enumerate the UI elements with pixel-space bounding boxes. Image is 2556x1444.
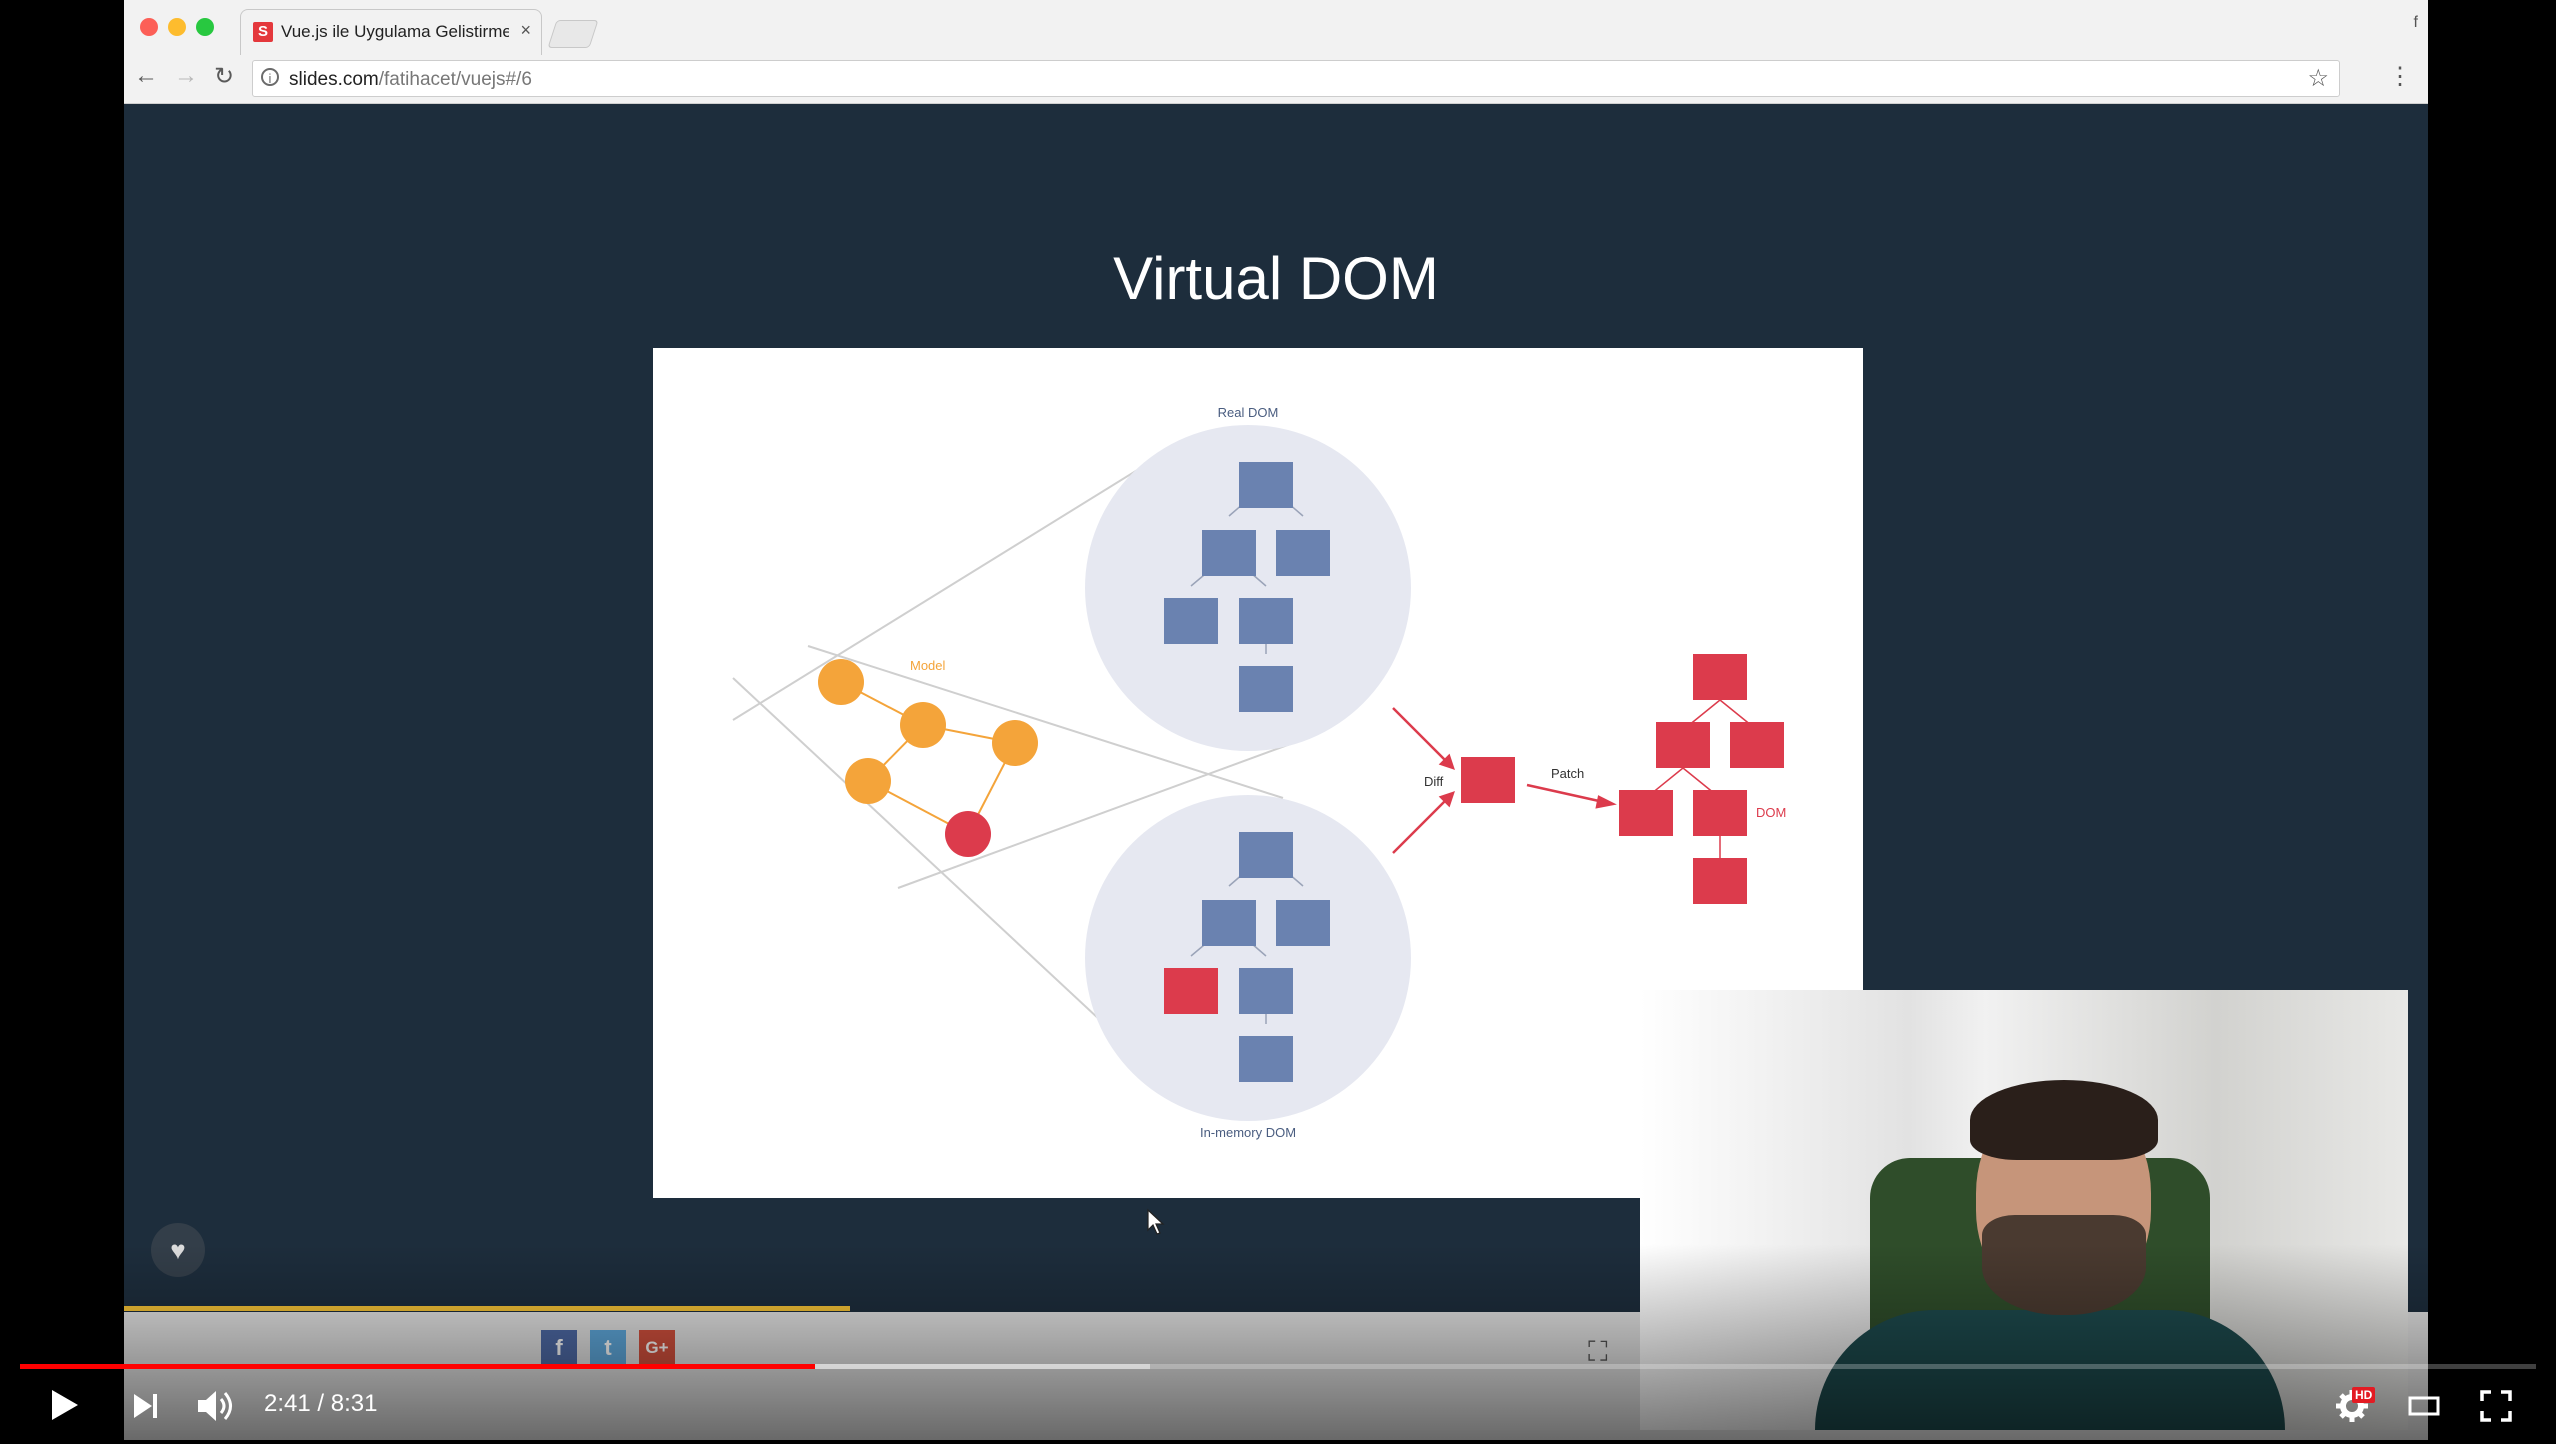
dom-node bbox=[1202, 530, 1256, 576]
real-dom-label: Real DOM bbox=[1218, 405, 1279, 420]
patch-arrow bbox=[1526, 783, 1609, 805]
slide-title: Virtual DOM bbox=[1113, 245, 1439, 312]
model-node bbox=[992, 720, 1038, 766]
projection-line bbox=[807, 645, 1284, 799]
model-node-changed bbox=[945, 811, 991, 857]
dom-node bbox=[1693, 790, 1747, 836]
changed-dom-node bbox=[1164, 968, 1218, 1014]
in-memory-dom-label: In-memory DOM bbox=[1200, 1125, 1296, 1140]
diff-label: Diff bbox=[1424, 774, 1444, 789]
close-tab-icon[interactable]: × bbox=[520, 20, 531, 40]
dom-node bbox=[1239, 832, 1293, 878]
new-tab-button[interactable] bbox=[547, 20, 599, 48]
play-icon[interactable] bbox=[50, 1388, 80, 1422]
dom-node bbox=[1239, 666, 1293, 712]
diff-arrow bbox=[1392, 707, 1452, 767]
current-time: 2:41 bbox=[264, 1390, 311, 1417]
tab-title: Vue.js ile Uygulama Gelistirme bbox=[281, 22, 509, 41]
projection-line bbox=[897, 742, 1294, 889]
model-graph-nodes bbox=[818, 659, 1038, 804]
real-dom-circle bbox=[1085, 425, 1411, 751]
next-video-icon[interactable] bbox=[132, 1392, 160, 1420]
player-controls-gradient bbox=[0, 1244, 2556, 1444]
video-time: 2:41 / 8:31 bbox=[264, 1390, 377, 1418]
browser-toolbar: ← → ↻ i slides.com/fatihacet/vuejs#/6 ☆ … bbox=[124, 56, 2428, 103]
dom-node bbox=[1202, 900, 1256, 946]
video-progress-played[interactable] bbox=[20, 1364, 815, 1369]
url-domain: slides.com bbox=[289, 69, 379, 90]
presenter-hair bbox=[1970, 1080, 2158, 1160]
model-label: Model bbox=[910, 658, 946, 673]
video-progress-track[interactable] bbox=[20, 1364, 2536, 1369]
dom-node bbox=[1164, 598, 1218, 644]
in-memory-dom-circle bbox=[1085, 795, 1411, 1121]
arrowhead bbox=[1438, 753, 1455, 770]
dom-node bbox=[1693, 654, 1747, 700]
slides-favicon-icon: S bbox=[253, 22, 273, 42]
diagram-svg: Real DOM Model In-memory DOM Diff Patch … bbox=[732, 405, 1786, 1140]
back-arrow-icon[interactable]: ← bbox=[134, 62, 158, 89]
mouse-cursor-icon bbox=[1147, 1208, 1165, 1235]
dom-node bbox=[1239, 598, 1293, 644]
model-node bbox=[845, 758, 891, 804]
hd-badge: HD bbox=[2352, 1387, 2376, 1403]
diff-arrow bbox=[1392, 794, 1452, 854]
url-path: /fatihacet/vuejs#/6 bbox=[378, 69, 532, 90]
dom-node bbox=[1693, 858, 1747, 904]
dom-node bbox=[1276, 530, 1330, 576]
dom-node bbox=[1619, 790, 1673, 836]
patch-label: Patch bbox=[1551, 766, 1584, 781]
volume-icon[interactable] bbox=[196, 1388, 240, 1424]
maximize-window-button[interactable] bbox=[196, 18, 214, 36]
model-node bbox=[818, 659, 864, 705]
dom-label: DOM bbox=[1756, 805, 1786, 820]
forward-arrow-icon[interactable]: → bbox=[174, 62, 198, 89]
profile-indicator[interactable]: f bbox=[2413, 14, 2418, 31]
close-window-button[interactable] bbox=[140, 18, 158, 36]
dom-node bbox=[1239, 1036, 1293, 1082]
browser-menu-icon[interactable]: ⋮ bbox=[2388, 63, 2412, 90]
url-text: slides.com/fatihacet/vuejs#/6 bbox=[289, 69, 532, 91]
model-node bbox=[900, 702, 946, 748]
info-icon[interactable]: i bbox=[261, 68, 279, 86]
result-dom-nodes bbox=[1619, 654, 1784, 904]
dom-node bbox=[1730, 722, 1784, 768]
arrowhead bbox=[1438, 791, 1455, 808]
browser-window: S Vue.js ile Uygulama Gelistirme × f ← →… bbox=[124, 0, 2428, 104]
dom-node bbox=[1239, 462, 1293, 508]
duration: 8:31 bbox=[330, 1390, 378, 1417]
theater-mode-icon[interactable] bbox=[2408, 1394, 2440, 1418]
diff-arrows bbox=[1392, 707, 1617, 854]
fullscreen-icon[interactable] bbox=[2480, 1390, 2512, 1422]
dom-node bbox=[1656, 722, 1710, 768]
projection-line bbox=[732, 447, 1174, 721]
diff-node bbox=[1461, 757, 1515, 803]
time-separator: / bbox=[310, 1390, 331, 1417]
browser-tab[interactable]: S Vue.js ile Uygulama Gelistirme × bbox=[240, 9, 542, 55]
arrowhead bbox=[1595, 795, 1617, 809]
address-bar[interactable]: i slides.com/fatihacet/vuejs#/6 ☆ bbox=[252, 60, 2340, 97]
dom-node bbox=[1239, 968, 1293, 1014]
minimize-window-button[interactable] bbox=[168, 18, 186, 36]
bookmark-star-icon[interactable]: ☆ bbox=[2307, 65, 2329, 92]
dom-node bbox=[1276, 900, 1330, 946]
memory-dom-nodes bbox=[1202, 832, 1330, 1082]
reload-icon[interactable]: ↻ bbox=[214, 63, 235, 90]
real-dom-nodes bbox=[1164, 462, 1330, 712]
